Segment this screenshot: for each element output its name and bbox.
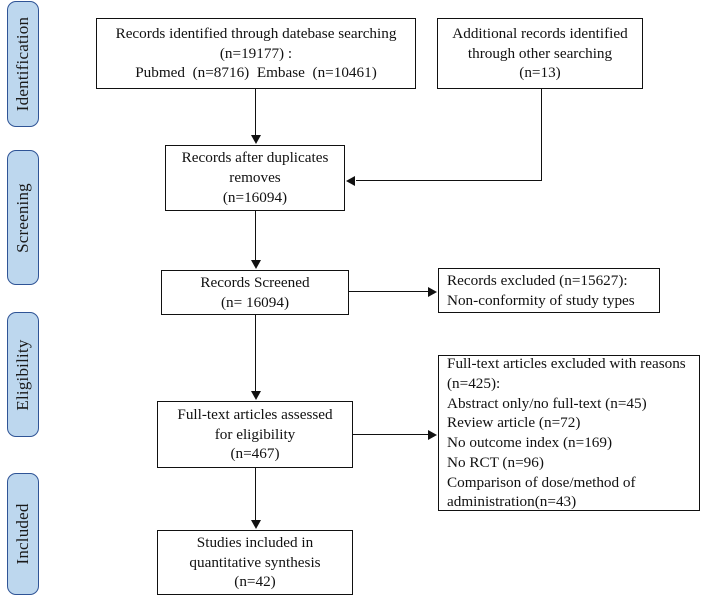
- arrowhead-other-to-duplicates: [346, 176, 355, 186]
- box-line: (n=425):: [447, 374, 501, 392]
- arrowhead-fulltext-to-included: [251, 520, 261, 529]
- arrowhead-database-to-duplicates: [251, 135, 261, 144]
- box-records-screened: Records Screened (n= 16094): [161, 270, 349, 315]
- box-line: administration(n=43): [447, 493, 577, 511]
- box-line: Non-conformity of study types: [447, 291, 635, 309]
- box-line: (n=16094): [222, 188, 288, 206]
- box-line: Records after duplicates: [181, 149, 329, 167]
- box-line: (n=467): [230, 445, 280, 463]
- box-line: Full-text articles excluded with reasons: [447, 355, 686, 372]
- box-line: Additional records identified: [452, 24, 628, 42]
- connector-database-to-duplicates: [255, 89, 256, 136]
- box-records-identified-database: Records identified through datebase sear…: [96, 18, 416, 89]
- box-studies-included: Studies included in quantitative synthes…: [157, 530, 353, 595]
- stage-tab-eligibility: Eligibility: [7, 312, 39, 437]
- box-line: Records excluded (n=15627):: [447, 271, 628, 289]
- box-fulltext-assessed: Full-text articles assessed for eligibil…: [157, 401, 353, 468]
- connector-screened-to-fulltext: [255, 315, 256, 392]
- box-line: for eligibility: [214, 425, 296, 443]
- box-line: (n=19177) :: [219, 44, 293, 62]
- arrowhead-fulltext-to-excluded: [428, 430, 437, 440]
- box-additional-records-other-sources: Additional records identified through ot…: [437, 18, 643, 89]
- box-line: Records identified through datebase sear…: [115, 24, 397, 42]
- connector-duplicates-to-screened: [255, 211, 256, 261]
- box-line: Records Screened: [200, 273, 310, 291]
- box-line: quantitative synthesis: [189, 553, 321, 571]
- box-line: (n= 16094): [220, 293, 290, 311]
- stage-label-identification: Identification: [13, 16, 32, 112]
- box-line: Review article (n=72): [447, 414, 581, 432]
- connector-other-down: [541, 89, 542, 181]
- stage-label-included: Included: [13, 503, 32, 565]
- box-line: (n=13): [519, 64, 561, 82]
- connector-screened-to-excluded: [349, 291, 429, 292]
- box-line: (n=42): [234, 573, 276, 591]
- box-records-after-duplicates: Records after duplicates removes (n=1609…: [165, 145, 345, 211]
- box-line: Abstract only/no full-text (n=45): [447, 394, 647, 412]
- box-line: Full-text articles assessed: [177, 405, 333, 423]
- box-line: Pubmed (n=8716) Embase (n=10461): [135, 64, 377, 82]
- box-line: through other searching: [467, 44, 613, 62]
- connector-other-left: [356, 180, 542, 181]
- stage-label-screening: Screening: [13, 182, 32, 253]
- box-line: Studies included in: [196, 533, 314, 551]
- arrowhead-screened-to-fulltext: [251, 391, 261, 400]
- box-line: Comparison of dose/method of: [447, 473, 636, 491]
- box-line: No outcome index (n=169): [447, 434, 613, 451]
- connector-fulltext-to-included: [255, 468, 256, 521]
- box-records-excluded: Records excluded (n=15627): Non-conformi…: [438, 268, 660, 313]
- connector-fulltext-to-excluded: [353, 434, 429, 435]
- box-fulltext-excluded-with-reasons: Full-text articles excluded with reasons…: [438, 355, 700, 511]
- stage-tab-screening: Screening: [7, 150, 39, 285]
- box-line: No RCT (n=96): [447, 453, 544, 471]
- arrowhead-duplicates-to-screened: [251, 260, 261, 269]
- arrowhead-screened-to-excluded: [428, 287, 437, 297]
- stage-tab-identification: Identification: [7, 1, 39, 127]
- stage-tab-included: Included: [7, 473, 39, 595]
- stage-label-eligibility: Eligibility: [13, 338, 32, 411]
- box-line: removes: [229, 169, 281, 187]
